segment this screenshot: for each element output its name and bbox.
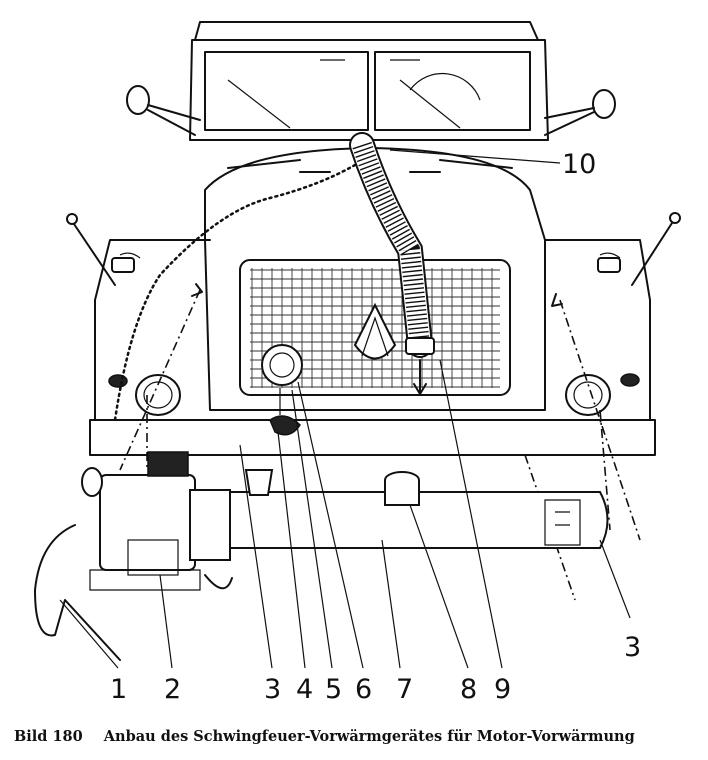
caption-figure-number: Bild 180: [14, 728, 83, 745]
truck-cab: [189, 21, 549, 141]
chains: [146, 395, 611, 531]
left-mirror: [126, 85, 201, 136]
truck-hood: [89, 147, 656, 456]
caption-text: Anbau des Schwingfeuer-Vorwärmgerätes fü…: [103, 728, 635, 745]
label-7: 7: [396, 674, 413, 705]
marker-rods: [66, 212, 681, 286]
fog-lights: [108, 373, 640, 388]
radiator-grille: [239, 259, 511, 396]
power-cable: [34, 524, 121, 661]
label-10: 10: [562, 149, 596, 180]
label-2: 2: [164, 674, 181, 705]
warm-air-hose: [349, 132, 435, 395]
leader-lines: [59, 149, 631, 669]
right-mirror: [544, 89, 616, 136]
label-8: 8: [460, 674, 477, 705]
label-3-right: 3: [624, 632, 641, 663]
left-headlight: [135, 374, 181, 416]
label-6: 6: [355, 674, 372, 705]
right-headlight: [565, 374, 611, 416]
label-1: 1: [110, 674, 127, 705]
part-labels: 1 2 3 4 5 6 7 8 9 10 3: [110, 149, 641, 705]
figure-caption: Bild 180 Anbau des Schwingfeuer-Vorwärmg…: [14, 728, 704, 745]
label-3-left: 3: [264, 674, 281, 705]
dotted-supply-line: [113, 163, 357, 422]
label-4: 4: [296, 674, 313, 705]
label-9: 9: [494, 674, 511, 705]
blower-unit: [81, 451, 233, 591]
intake-nozzle: [261, 344, 303, 436]
label-5: 5: [325, 674, 342, 705]
